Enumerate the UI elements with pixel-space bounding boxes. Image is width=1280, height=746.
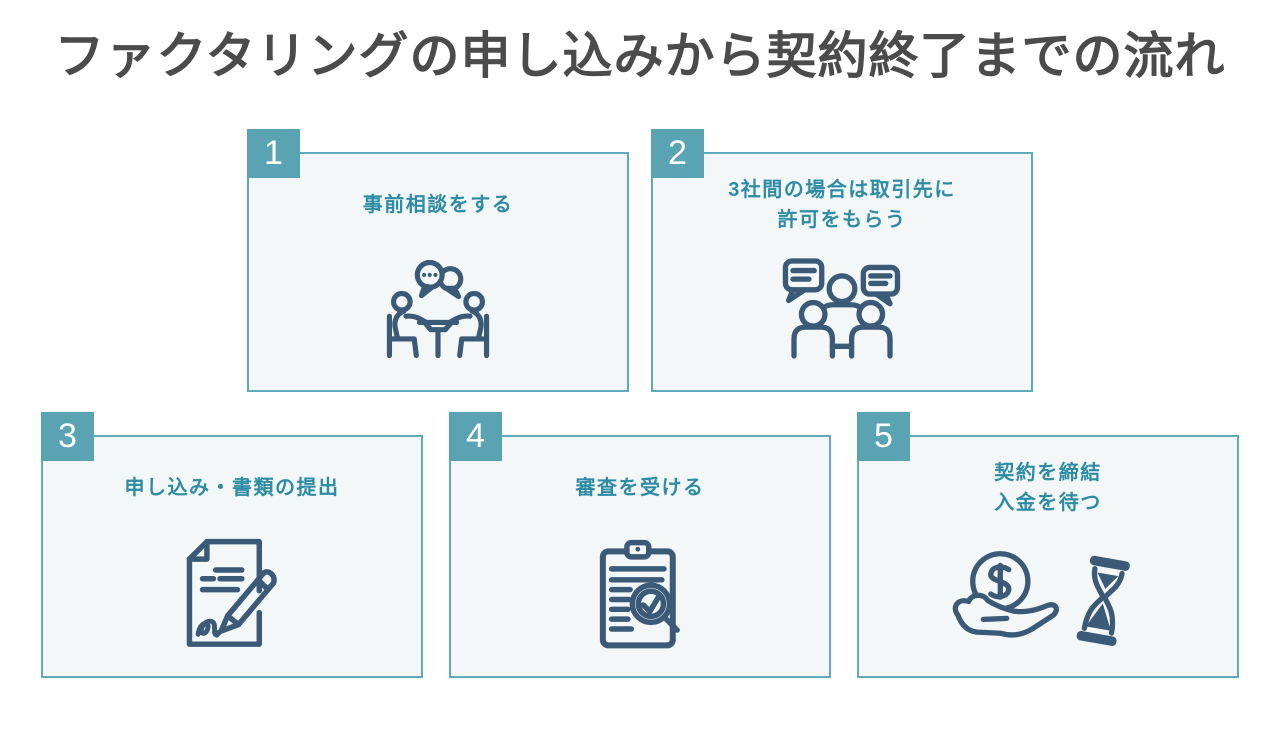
consultation-icon	[376, 236, 500, 390]
step-number: 2	[668, 134, 687, 172]
step-label: 審査を受ける	[575, 477, 705, 499]
step-number: 1	[264, 134, 283, 172]
step-card-4: 4 審査を受ける	[449, 412, 831, 678]
step-card-5: 5 契約を締結 入金を待つ	[857, 412, 1239, 678]
factoring-flow-infographic: ファクタリングの申し込みから契約終了までの流れ 1 事前相談をする	[0, 26, 1280, 678]
three-party-permission-icon	[778, 236, 906, 390]
step-number: 4	[466, 417, 485, 455]
step-card-1: 1 事前相談をする	[247, 129, 629, 392]
payment-waiting-icon	[947, 519, 1149, 676]
step-card-2: 2 3社間の場合は取引先に 許可をもらう	[651, 129, 1033, 392]
step-number-badge: 3	[41, 412, 94, 461]
steps-row-1: 1 事前相談をする	[0, 129, 1280, 392]
screening-check-icon	[581, 519, 699, 676]
step-card-3: 3 申し込み・書類の提出	[41, 412, 423, 678]
step-number-badge: 2	[651, 129, 704, 178]
step-number: 5	[874, 417, 893, 455]
step-label: 3社間の場合は取引先に 許可をもらう	[728, 179, 956, 231]
step-number-badge: 5	[857, 412, 910, 461]
step-number-badge: 4	[449, 412, 502, 461]
step-number: 3	[58, 417, 77, 455]
steps-row-2: 3 申し込み・書類の提出	[0, 412, 1280, 678]
step-label: 事前相談をする	[362, 194, 514, 216]
step-label: 契約を締結 入金を待つ	[994, 462, 1102, 514]
step-label: 申し込み・書類の提出	[124, 477, 340, 499]
page-title: ファクタリングの申し込みから契約終了までの流れ	[54, 28, 1226, 84]
step-number-badge: 1	[247, 129, 300, 178]
document-signing-icon	[172, 519, 292, 676]
